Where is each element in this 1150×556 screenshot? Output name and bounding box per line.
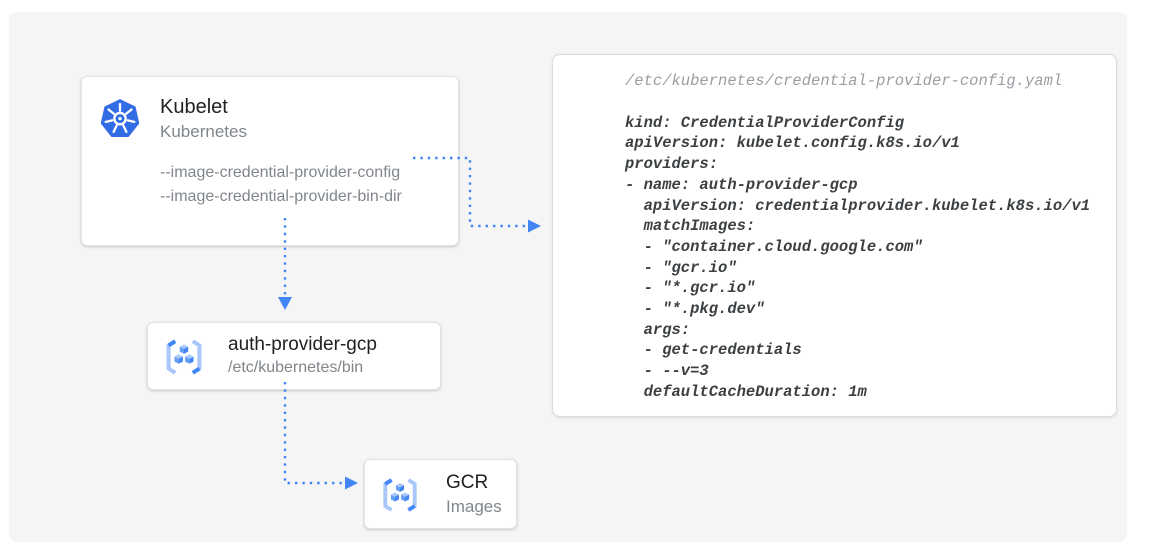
code-panel: /etc/kubernetes/credential-provider-conf… — [552, 54, 1117, 417]
auth-provider-title: auth-provider-gcp — [228, 334, 377, 355]
gcr-icon — [379, 474, 421, 516]
kubelet-flag-provider-bin-dir: --image-credential-provider-bin-dir — [160, 188, 402, 205]
gcr-icon — [162, 335, 206, 379]
kubelet-subtitle: Kubernetes — [160, 122, 247, 141]
node-gcr: GCR Images — [364, 459, 517, 529]
gcr-subtitle: Images — [446, 497, 502, 516]
kubelet-flag-provider-config: --image-credential-provider-config — [160, 164, 401, 181]
kubelet-title: Kubelet — [160, 96, 228, 118]
diagram-canvas: Kubelet Kubernetes --image-credential-pr… — [9, 12, 1127, 542]
kubelet-flags: --image-credential-provider-config --ima… — [160, 161, 402, 209]
auth-provider-subtitle: /etc/kubernetes/bin — [228, 359, 364, 376]
node-kubelet: Kubelet Kubernetes --image-credential-pr… — [81, 76, 459, 246]
code-yaml: kind: CredentialProviderConfig apiVersio… — [625, 113, 1091, 401]
code-file-path: /etc/kubernetes/credential-provider-conf… — [625, 72, 1063, 90]
gcr-title: GCR — [446, 472, 489, 493]
kubernetes-icon — [98, 97, 142, 141]
node-auth-provider-gcp: auth-provider-gcp /etc/kubernetes/bin — [147, 322, 441, 390]
